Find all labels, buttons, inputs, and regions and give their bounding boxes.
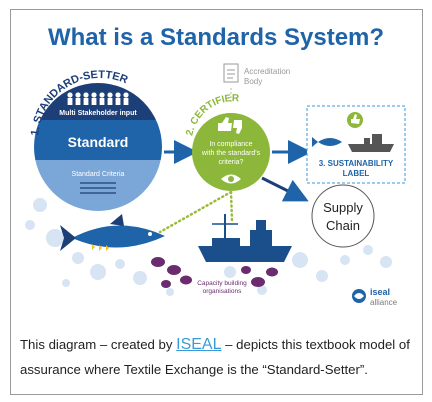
standard-setter-circle: Multi Stakeholder input Standard Standar… (29, 69, 162, 211)
supply-chain-line2: Chain (326, 218, 360, 233)
fishing-ship-icon (198, 214, 292, 262)
logo-line1: iseal (370, 287, 390, 297)
certifier-text-line3: criteria? (219, 159, 244, 166)
inspection-dotted-lines (158, 190, 234, 234)
sustainability-label-line1: 3. SUSTAINABILITY (319, 159, 394, 168)
capacity-building-bubbles-icon (151, 257, 278, 288)
caption-prefix: This diagram – created by (20, 337, 177, 352)
background-bubbles (25, 198, 392, 296)
criteria-lines (80, 182, 116, 194)
clipboard-icon (223, 63, 239, 83)
accreditation-line2: Body (244, 77, 262, 86)
accreditation-body: Accreditation Body (223, 63, 290, 104)
supply-chain-line1: Supply (323, 200, 363, 215)
capacity-building-line1: Capacity building (197, 280, 247, 287)
certifier-text-line2: with the standard's (201, 150, 261, 157)
caption: This diagram – created by ISEAL – depict… (20, 332, 415, 382)
sustainability-label-line2: LABEL (343, 169, 370, 178)
diagram-title: What is a Standards System? (47, 24, 385, 51)
capacity-building-line2: organisations (203, 288, 242, 295)
iseal-link[interactable]: ISEAL (176, 336, 222, 353)
certifier-circle: 2. CERTIFIER In compliance with the stan… (184, 93, 270, 191)
sustainability-label-box: 3. SUSTAINABILITY LABEL (306, 105, 406, 184)
label-fish-icon (312, 137, 342, 147)
accreditation-line1: Accreditation (244, 67, 290, 76)
logo-line2: alliance (370, 298, 398, 307)
standard-label: Standard (68, 134, 129, 150)
thumbs-up-down-icon (218, 117, 242, 134)
stakeholder-people-icon (67, 92, 129, 105)
supply-chain-circle: Supply Chain (311, 184, 375, 248)
caption-suffix: – depicts this textbook model of assuran… (20, 337, 410, 377)
label-ship-icon (348, 134, 394, 152)
multi-stakeholder-label: Multi Stakeholder input (59, 110, 137, 117)
tuna-fish-icon (60, 214, 165, 251)
standard-criteria-label: Standard Criteria (72, 171, 125, 178)
iseal-alliance-logo: iseal alliance (352, 287, 398, 307)
eye-icon (221, 174, 241, 184)
certifier-text-line1: In compliance (209, 141, 252, 148)
arrow-certifier-to-supply-chain (261, 176, 309, 202)
